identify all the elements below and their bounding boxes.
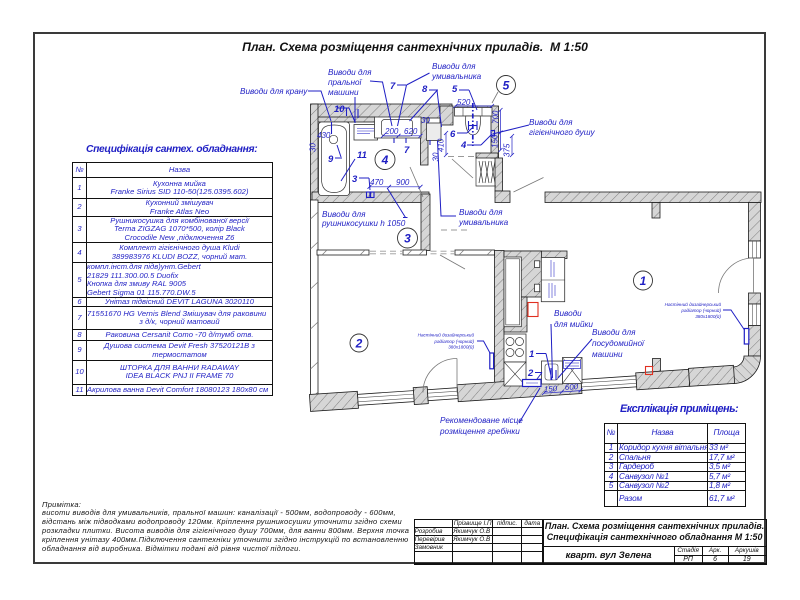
svg-text:6: 6 <box>450 129 456 140</box>
svg-text:машини: машини <box>592 350 623 359</box>
svg-text:розміщення гребінки: розміщення гребінки <box>439 427 520 436</box>
svg-text:3: 3 <box>404 232 411 246</box>
svg-text:10: 10 <box>334 104 345 115</box>
svg-text:2: 2 <box>355 337 363 351</box>
svg-text:Виводи: Виводи <box>554 309 582 318</box>
svg-text:410: 410 <box>437 138 446 152</box>
svg-text:1: 1 <box>529 349 534 360</box>
svg-text:900: 900 <box>396 178 410 187</box>
svg-text:30: 30 <box>432 152 441 161</box>
svg-text:рушникосушки h 1050: рушникосушки h 1050 <box>321 219 406 228</box>
svg-text:Виводи для: Виводи для <box>328 68 372 77</box>
svg-text:3: 3 <box>352 174 358 185</box>
svg-text:2: 2 <box>527 368 534 379</box>
svg-text:радіатор (чорний): радіатор (чорний) <box>433 338 474 344</box>
svg-text:700: 700 <box>492 110 501 124</box>
svg-text:620: 620 <box>404 127 418 136</box>
svg-text:Виводи для: Виводи для <box>459 208 503 217</box>
svg-text:600: 600 <box>565 382 579 392</box>
svg-text:Виводи для: Виводи для <box>592 328 636 337</box>
svg-text:4: 4 <box>381 153 389 167</box>
svg-text:200: 200 <box>384 127 399 136</box>
svg-text:520: 520 <box>457 98 471 107</box>
svg-text:радіатор (чорний): радіатор (чорний) <box>680 307 721 313</box>
svg-text:Виводи для: Виводи для <box>322 210 366 219</box>
svg-text:150: 150 <box>491 134 500 148</box>
svg-text:Виводи для крану: Виводи для крану <box>240 87 308 96</box>
svg-text:430: 430 <box>317 131 331 140</box>
svg-text:Рекомендоване місце: Рекомендоване місце <box>440 416 523 425</box>
svg-text:Настінний дизайнерський: Настінний дизайнерський <box>665 301 722 307</box>
svg-text:7: 7 <box>404 145 410 156</box>
svg-text:Виводи для: Виводи для <box>432 62 476 71</box>
svg-text:4: 4 <box>460 140 467 151</box>
svg-text:5: 5 <box>503 79 510 93</box>
svg-text:для мийки: для мийки <box>554 320 593 329</box>
svg-text:посудомийної: посудомийної <box>592 339 645 348</box>
svg-text:375: 375 <box>503 143 512 157</box>
svg-text:машини: машини <box>328 88 359 97</box>
svg-text:5: 5 <box>452 84 458 95</box>
svg-text:30: 30 <box>309 143 318 152</box>
svg-text:150: 150 <box>544 384 558 394</box>
svg-text:Виводи для: Виводи для <box>529 118 573 127</box>
svg-text:11: 11 <box>357 150 367 161</box>
svg-text:пральної: пральної <box>328 78 363 87</box>
svg-text:470: 470 <box>370 178 384 187</box>
svg-text:гігієнічного душу: гігієнічного душу <box>529 128 595 137</box>
svg-text:умивальника: умивальника <box>431 72 482 81</box>
svg-text:380х1800(й): 380х1800(й) <box>695 313 721 319</box>
svg-text:1: 1 <box>640 274 647 288</box>
svg-text:9: 9 <box>328 154 334 165</box>
svg-text:Настінний дизайнерський: Настінний дизайнерський <box>418 332 475 338</box>
svg-text:380х1800(й): 380х1800(й) <box>448 344 474 350</box>
svg-text:7: 7 <box>390 81 396 92</box>
svg-text:30: 30 <box>421 116 430 125</box>
svg-text:8: 8 <box>422 84 428 95</box>
svg-text:умивальника: умивальника <box>458 218 509 227</box>
